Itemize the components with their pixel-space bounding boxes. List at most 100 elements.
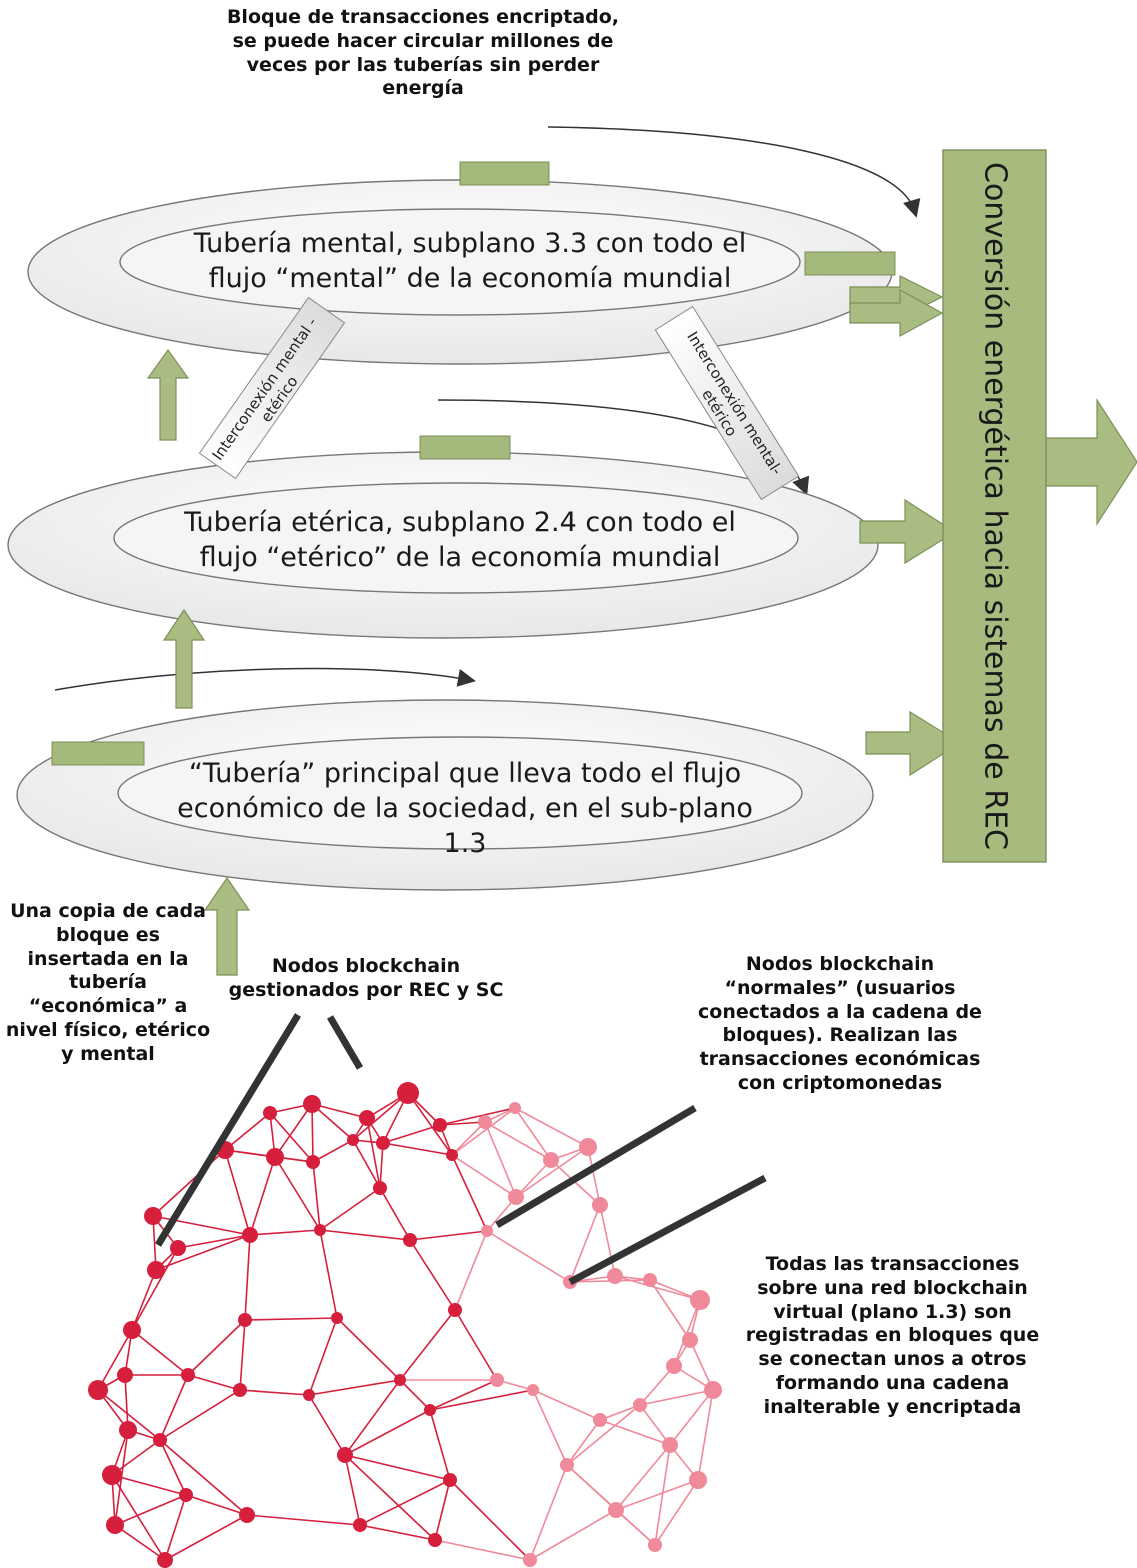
network-node <box>490 1373 504 1387</box>
network-node <box>181 1368 195 1382</box>
network-edge <box>152 1215 251 1236</box>
network-edge <box>439 1121 486 1126</box>
network-edge <box>409 1239 456 1311</box>
network-node <box>397 1082 419 1104</box>
network-edge <box>451 1121 486 1156</box>
network-node <box>523 1553 537 1567</box>
network-node <box>353 1518 367 1532</box>
network-edge <box>614 1275 701 1301</box>
network-edge <box>451 1154 517 1198</box>
network-node <box>543 1152 559 1168</box>
network-edge <box>274 1103 313 1158</box>
network-node <box>682 1332 698 1348</box>
network-edge <box>654 1444 671 1546</box>
flow-curve-bottom <box>54 667 476 691</box>
network-node <box>157 1552 173 1568</box>
network-edge <box>164 1494 187 1561</box>
network-node <box>666 1358 682 1374</box>
network-node <box>359 1110 375 1126</box>
interconnection-left-tag <box>198 296 346 480</box>
network-edge <box>311 1103 354 1141</box>
network-edge <box>697 1389 714 1481</box>
network-edge <box>454 1309 498 1381</box>
network-edge <box>569 1204 601 1283</box>
network-edge <box>587 1146 601 1206</box>
network-node <box>633 1398 647 1412</box>
network-edge <box>344 1379 401 1456</box>
network-edge <box>311 1103 368 1119</box>
network-edge <box>359 1524 436 1541</box>
network-node <box>689 1471 707 1489</box>
network-edge <box>187 1319 246 1376</box>
network-edge <box>359 1479 451 1526</box>
conversion-bar-label: Conversión energética hacia sistemas de … <box>977 162 1012 850</box>
network-edge <box>269 1112 314 1163</box>
network-edge <box>164 1514 248 1561</box>
network-edge <box>249 1156 276 1236</box>
network-edge <box>185 1494 248 1516</box>
network-node <box>690 1290 710 1310</box>
block-eterica <box>419 435 511 460</box>
network-edge <box>312 1161 321 1231</box>
network-edge <box>155 1234 251 1271</box>
network-edge <box>159 1439 187 1496</box>
pointer-line-rec-2 <box>326 1015 364 1070</box>
pointer-line-normal-1 <box>495 1104 697 1229</box>
network-node <box>242 1227 258 1243</box>
network-node <box>306 1155 320 1169</box>
flow-curve-top <box>547 126 921 218</box>
up-arrow-principal-to-eterica <box>162 608 206 709</box>
network-edge <box>246 1514 361 1526</box>
network-node <box>508 1189 524 1205</box>
network-edge <box>336 1317 401 1381</box>
network-node <box>170 1240 186 1256</box>
network-edge <box>177 1234 251 1249</box>
network-edge <box>311 1103 314 1163</box>
left-note: Una copia de cada bloque es insertada en… <box>5 900 211 1065</box>
network-node <box>347 1134 359 1146</box>
network-node <box>608 1502 624 1518</box>
network-edge <box>114 1524 166 1561</box>
network-edge <box>379 1187 411 1241</box>
network-edge <box>131 1247 179 1331</box>
network-edge <box>319 1229 338 1319</box>
top-note: Bloque de transacciones encriptado, se p… <box>226 6 620 100</box>
network-node <box>119 1421 137 1439</box>
network-node <box>144 1207 162 1225</box>
network-edge <box>451 1154 488 1232</box>
network-node <box>394 1374 406 1386</box>
network-edge <box>308 1379 401 1396</box>
network-edge <box>486 1230 571 1283</box>
network-edge <box>566 1404 641 1466</box>
network-node <box>527 1384 539 1396</box>
network-edge <box>224 1112 271 1151</box>
right-arrow-output <box>1045 397 1137 527</box>
network-node <box>102 1465 122 1485</box>
network-node <box>403 1233 417 1247</box>
network-edge <box>111 1474 187 1496</box>
network-node <box>337 1447 353 1463</box>
network-edge <box>344 1454 361 1526</box>
pipe-principal-label: “Tubería” principal que lleva todo el fl… <box>177 758 753 860</box>
network-node <box>179 1488 193 1502</box>
network-node <box>376 1136 390 1150</box>
network-node <box>266 1148 284 1166</box>
network-edge <box>366 1117 381 1189</box>
right-arrow-eterica <box>859 498 957 565</box>
network-node <box>233 1383 247 1397</box>
network-node <box>446 1149 458 1161</box>
network-node <box>303 1389 315 1401</box>
network-edge <box>434 1539 531 1561</box>
network-edge <box>615 1479 699 1511</box>
network-edge <box>382 1142 453 1156</box>
network-edge <box>449 1479 531 1561</box>
network-node <box>648 1538 662 1552</box>
network-edge <box>352 1092 409 1141</box>
pipe-mental-label: Tubería mental, subplano 3.3 con todo el… <box>193 228 747 295</box>
network-edge <box>308 1394 346 1456</box>
up-arrow-eterica-to-mental <box>146 348 190 441</box>
network-edge <box>451 1107 516 1156</box>
network-node <box>509 1102 521 1114</box>
network-edge <box>599 1204 616 1277</box>
nodes-normal-note: Nodos blockchain “normales” (usuarios co… <box>698 953 982 1094</box>
